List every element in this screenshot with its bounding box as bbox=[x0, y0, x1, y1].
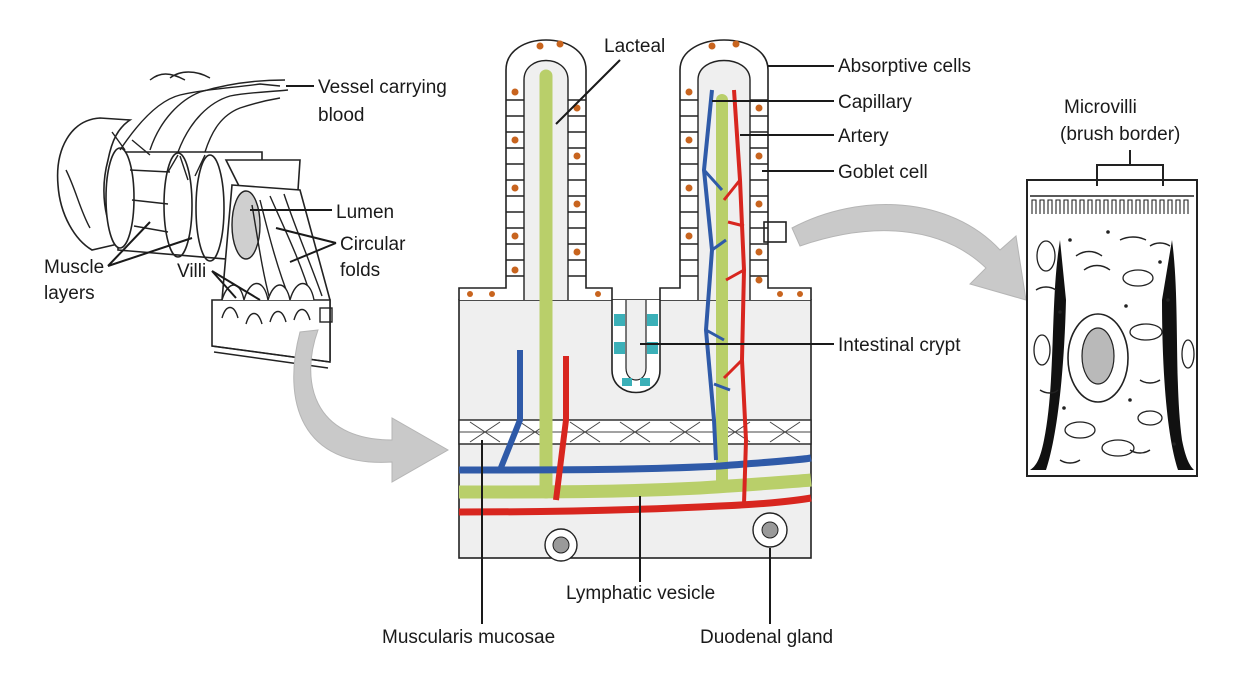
label-folds: folds bbox=[340, 260, 380, 281]
label-intestinal-crypt: Intestinal crypt bbox=[838, 335, 961, 356]
label-lacteal: Lacteal bbox=[604, 36, 665, 57]
label-duodenal-gland: Duodenal gland bbox=[700, 627, 833, 648]
zoom-arrow-right bbox=[791, 204, 1027, 301]
label-vessel-carrying: Vessel carrying bbox=[318, 77, 447, 98]
leader-villi-1 bbox=[211, 270, 237, 299]
label-absorptive-cells: Absorptive cells bbox=[838, 56, 971, 77]
leader-muscle-1 bbox=[107, 221, 151, 267]
leader-muscle-2 bbox=[107, 237, 193, 267]
label-lymphatic-vesicle: Lymphatic vesicle bbox=[566, 583, 715, 604]
label-brush-border: (brush border) bbox=[1060, 124, 1180, 145]
label-microvilli: Microvilli bbox=[1064, 97, 1137, 118]
leader-lacteal bbox=[555, 59, 621, 125]
intestine-segment-illustration bbox=[56, 71, 333, 369]
label-goblet-cell: Goblet cell bbox=[838, 162, 928, 183]
leader-circular-2 bbox=[289, 242, 337, 263]
absorptive-cell-detail bbox=[1026, 150, 1198, 477]
label-circular: Circular bbox=[340, 234, 406, 255]
label-layers: layers bbox=[44, 283, 95, 304]
label-blood: blood bbox=[318, 105, 365, 126]
label-muscle: Muscle bbox=[44, 257, 104, 278]
label-muscularis-mucosae: Muscularis mucosae bbox=[382, 627, 555, 648]
leader-villi-2 bbox=[211, 270, 261, 301]
zoom-arrow-left bbox=[293, 329, 450, 483]
leader-circular-1 bbox=[275, 227, 337, 244]
label-capillary: Capillary bbox=[838, 92, 912, 113]
villus-section bbox=[458, 39, 812, 562]
label-villi: Villi bbox=[177, 261, 206, 282]
label-artery: Artery bbox=[838, 126, 889, 147]
label-lumen: Lumen bbox=[336, 202, 394, 223]
